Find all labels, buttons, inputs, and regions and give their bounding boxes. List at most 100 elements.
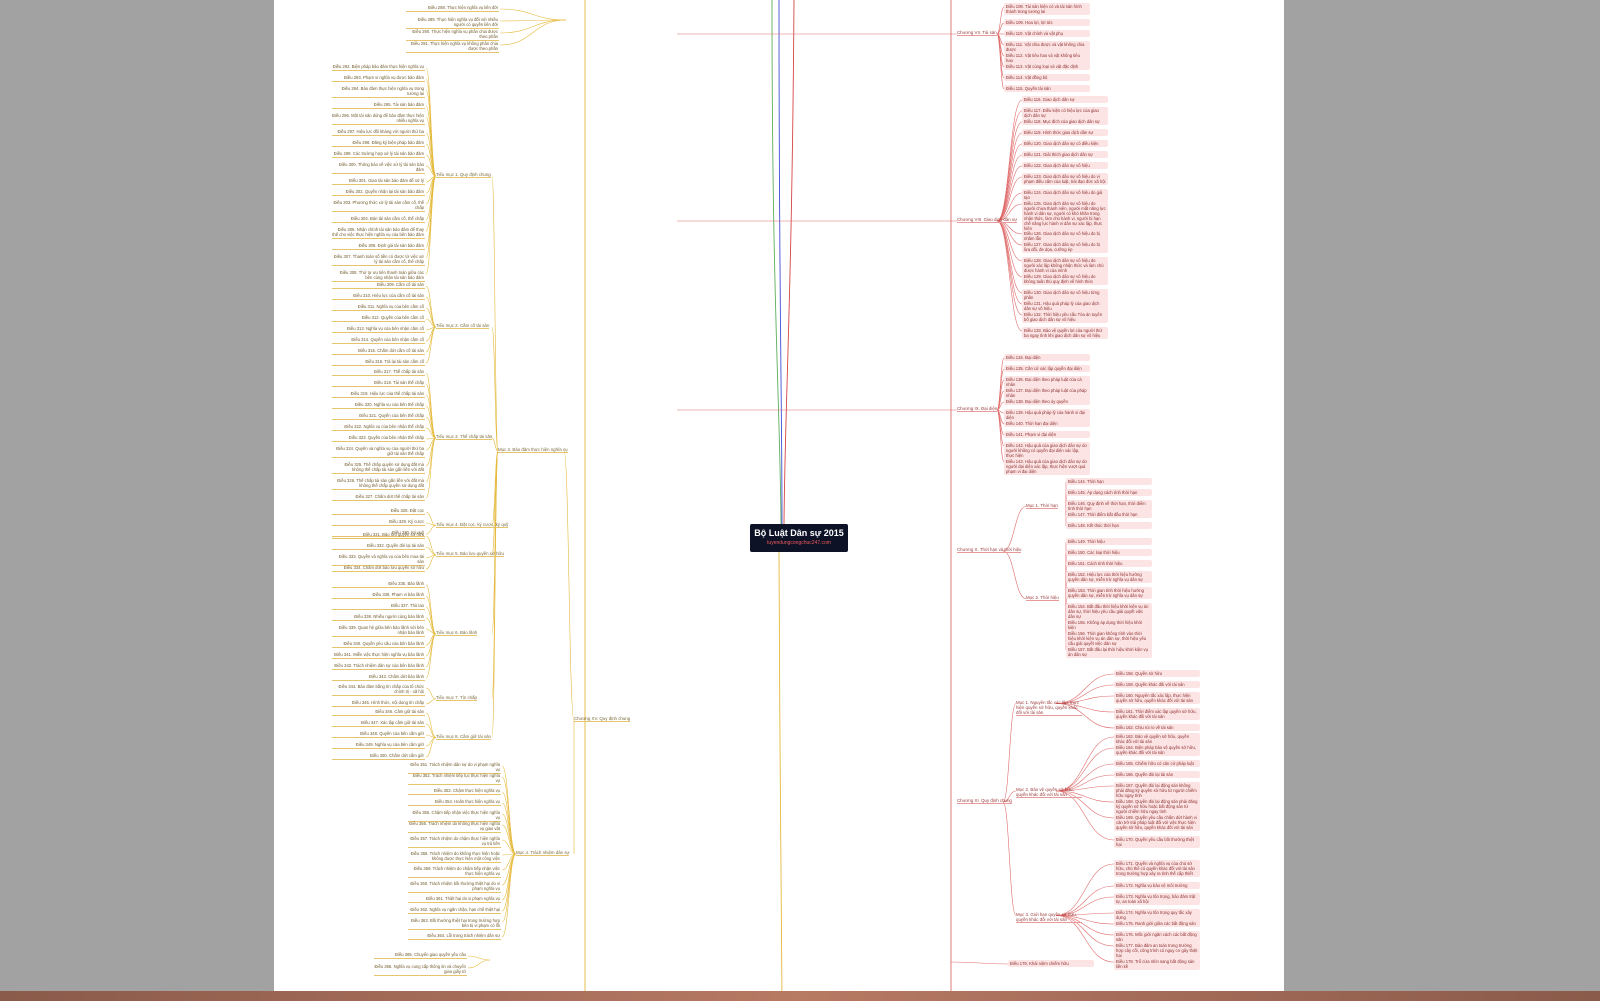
right-leaf-item[interactable]: Điều 133. Bảo vệ quyền lợi của người thứ… <box>1022 327 1108 339</box>
right-leaf-item[interactable]: Điều 121. Giải thích giao dịch dân sự <box>1022 151 1108 158</box>
left-top-item[interactable]: Điều 290. Thực hiện nghĩa vụ phân chia đ… <box>406 29 499 41</box>
left-leaf-item[interactable]: Điều 336. Phạm vi bảo lãnh <box>332 592 425 599</box>
left-leaf-item[interactable]: Điều 358. Trách nhiệm do không thực hiện… <box>408 851 501 863</box>
left-leaf-item[interactable]: Điều 344. Bảo đảm bằng tín chấp của tổ c… <box>332 684 425 696</box>
right-leaf-item[interactable]: Điều 154. Bắt đầu thời hiệu khởi kiện vụ… <box>1066 603 1152 620</box>
left-leaf-item[interactable]: Điều 342. Trách nhiệm dân sự của bên bảo… <box>332 663 425 670</box>
right-leaf-item[interactable]: Điều 150. Các loại thời hiệu <box>1066 549 1152 556</box>
left-leaf-item[interactable]: Điều 297. Hiệu lực đối kháng với người t… <box>332 129 425 136</box>
right-leaf-item[interactable]: Điều 151. Cách tính thời hiệu <box>1066 560 1152 567</box>
root-node[interactable]: Bộ Luật Dân sự 2015 tuyendungcongchuc247… <box>750 524 848 552</box>
right-leaf-item[interactable]: Điều 135. Căn cứ xác lập quyền đại diện <box>1004 365 1090 372</box>
right-leaf-item[interactable]: Điều 113. Vật cùng loại và vật đặc định <box>1004 63 1090 70</box>
left-leaf-item[interactable]: Điều 345. Hình thức, nội dung tín chấp <box>332 700 425 707</box>
left-top-item[interactable]: Điều 288. Thực hiện nghĩa vụ liên đới <box>406 5 499 12</box>
left-section-label[interactable]: Mục 4. Trách nhiệm dân sự <box>516 850 570 856</box>
left-leaf-item[interactable]: Điều 365. Chuyển giao quyền yêu cầu <box>374 952 467 959</box>
right-leaf-item[interactable]: Điều 114. Vật đồng bộ <box>1004 74 1090 81</box>
right-leaf-item[interactable]: Điều 140. Thời hạn đại diện <box>1004 420 1090 427</box>
left-leaf-item[interactable]: Điều 318. Tài sản thế chấp <box>332 380 425 387</box>
left-leaf-item[interactable]: Điều 335. Bảo lãnh <box>332 581 425 588</box>
right-leaf-item[interactable]: Điều 142. Hậu quả của giao dịch dân sự d… <box>1004 442 1090 459</box>
right-leaf-item[interactable]: Điều 132. Thời hiệu yêu cầu Tòa án tuyên… <box>1022 311 1108 323</box>
right-leaf-item[interactable]: Điều 179. Khái niệm chiếm hữu <box>1008 960 1094 967</box>
left-leaf-item[interactable]: Điều 329. Ký cược <box>332 519 425 526</box>
right-leaf-item[interactable]: Điều 162. Chịu rủi ro về tài sản <box>1114 724 1200 731</box>
left-leaf-item[interactable]: Điều 343. Chấm dứt bảo lãnh <box>332 674 425 681</box>
right-group-label[interactable]: Mục 2. Thời hiệu <box>1026 594 1059 601</box>
left-leaf-item[interactable]: Điều 311. Nghĩa vụ của bên cầm cố <box>332 304 425 311</box>
right-group-label[interactable]: Mục 2. Bảo vệ quyền sở hữu, quyền khác đ… <box>1016 787 1082 798</box>
left-leaf-item[interactable]: Điều 330. Ký quỹ <box>332 530 425 537</box>
right-leaf-item[interactable]: Điều 177. Bảo đảm an toàn trong trường h… <box>1114 942 1200 959</box>
left-leaf-item[interactable]: Điều 355. Chậm tiếp nhận việc thực hiện … <box>408 810 501 822</box>
right-leaf-item[interactable]: Điều 147. Thời điểm bắt đầu thời hạn <box>1066 511 1152 518</box>
left-leaf-item[interactable]: Điều 350. Chấm dứt cầm giữ <box>332 753 425 760</box>
right-leaf-item[interactable]: Điều 129. Giao dịch dân sự vô hiệu do kh… <box>1022 273 1108 285</box>
right-leaf-item[interactable]: Điều 159. Quyền khác đối với tài sản <box>1114 681 1200 688</box>
right-group-label[interactable]: Mục 1. Thời hạn <box>1026 502 1058 509</box>
right-leaf-item[interactable]: Điều 171. Quyền và nghĩa vụ của chủ sở h… <box>1114 860 1200 877</box>
left-leaf-item[interactable]: Điều 302. Quyền nhận lại tài sản bảo đảm <box>332 189 425 196</box>
right-leaf-item[interactable]: Điều 139. Hậu quả pháp lý của hành vi đạ… <box>1004 409 1090 421</box>
right-leaf-item[interactable]: Điều 108. Tài sản hiện có và tài sản hìn… <box>1004 3 1090 15</box>
right-leaf-item[interactable]: Điều 161. Thời điểm xác lập quyền sở hữu… <box>1114 708 1200 720</box>
right-leaf-item[interactable]: Điều 174. Nghĩa vụ tôn trọng quy tắc xây… <box>1114 909 1200 921</box>
right-leaf-item[interactable]: Điều 152. Hiệu lực của thời hiệu hưởng q… <box>1066 571 1152 583</box>
left-leaf-item[interactable]: Điều 363. Bồi thường thiệt hại trong trư… <box>408 918 501 930</box>
right-group-label[interactable]: Mục 1. Nguyên tắc xác lập, thực hiện quy… <box>1016 700 1082 716</box>
right-leaf-item[interactable]: Điều 138. Đại diện theo ủy quyền <box>1004 398 1090 405</box>
right-leaf-item[interactable]: Điều 127. Giao dịch dân sự vô hiệu do bị… <box>1022 241 1108 253</box>
right-leaf-item[interactable]: Điều 117. Điều kiện có hiệu lực của giao… <box>1022 107 1108 119</box>
left-leaf-item[interactable]: Điều 349. Nghĩa vụ của bên cầm giữ <box>332 742 425 749</box>
right-chapter-label[interactable]: Chương VII. Tài sản <box>957 30 997 36</box>
left-leaf-item[interactable]: Điều 332. Quyền đòi lại tài sản <box>332 543 425 550</box>
right-leaf-item[interactable]: Điều 158. Quyền sở hữu <box>1114 670 1200 677</box>
right-leaf-item[interactable]: Điều 166. Quyền đòi lại tài sản <box>1114 771 1200 778</box>
left-leaf-item[interactable]: Điều 309. Cầm cố tài sản <box>332 282 425 289</box>
right-leaf-item[interactable]: Điều 146. Quy định về thời hạn, thời điể… <box>1066 500 1152 512</box>
left-leaf-item[interactable]: Điều 354. Hoãn thực hiện nghĩa vụ <box>408 799 501 806</box>
right-leaf-item[interactable]: Điều 176. Mốc giới ngăn cách các bất độn… <box>1114 931 1200 943</box>
right-leaf-item[interactable]: Điều 124. Giao dịch dân sự vô hiệu do gi… <box>1022 189 1108 201</box>
right-leaf-item[interactable]: Điều 118. Mục đích của giao dịch dân sự <box>1022 118 1108 125</box>
left-leaf-item[interactable]: Điều 303. Phương thức xử lý tài sản cầm … <box>332 200 425 212</box>
left-leaf-item[interactable]: Điều 327. Chấm dứt thế chấp tài sản <box>332 494 425 501</box>
left-leaf-item[interactable]: Điều 352. Trách nhiệm tiếp tục thực hiện… <box>408 773 501 785</box>
left-leaf-item[interactable]: Điều 331. Bảo lưu quyền sở hữu <box>332 532 425 539</box>
left-subgroup-label[interactable]: Tiểu mục 5. Bảo lưu quyền sở hữu <box>436 551 504 557</box>
left-leaf-item[interactable]: Điều 328. Đặt cọc <box>332 508 425 515</box>
left-subgroup-label[interactable]: Tiểu mục 6. Bảo lãnh <box>436 630 478 636</box>
right-leaf-item[interactable]: Điều 145. Áp dụng cách tính thời hạn <box>1066 489 1152 496</box>
right-leaf-item[interactable]: Điều 111. Vật chia được và vật không chi… <box>1004 41 1090 53</box>
left-section-label[interactable]: Mục 3. Bảo đảm thực hiện nghĩa vụ <box>498 447 568 453</box>
left-leaf-item[interactable]: Điều 339. Quan hệ giữa bên bảo lãnh với … <box>332 625 425 637</box>
left-leaf-item[interactable]: Điều 324. Quyền và nghĩa vụ của người th… <box>332 446 425 458</box>
left-leaf-item[interactable]: Điều 347. Xác lập cầm giữ tài sản <box>332 720 425 727</box>
right-chapter-label[interactable]: Chương X. Thời hạn và thời hiệu <box>957 547 1022 553</box>
left-leaf-item[interactable]: Điều 307. Thanh toán số tiền có được từ … <box>332 254 425 266</box>
left-leaf-item[interactable]: Điều 300. Thông báo về việc xử lý tài sả… <box>332 162 425 174</box>
left-leaf-item[interactable]: Điều 315. Chấm dứt cầm cố tài sản <box>332 348 425 355</box>
left-leaf-item[interactable]: Điều 340. Quyền yêu cầu của bên bảo lãnh <box>332 641 425 648</box>
left-leaf-item[interactable]: Điều 366. Nghĩa vụ cung cấp thông tin và… <box>374 964 467 976</box>
right-leaf-item[interactable]: Điều 175. Ranh giới giữa các bất động sả… <box>1114 920 1200 927</box>
right-leaf-item[interactable]: Điều 116. Giao dịch dân sự <box>1022 96 1108 103</box>
right-leaf-item[interactable]: Điều 148. Kết thúc thời hạn <box>1066 522 1152 529</box>
right-leaf-item[interactable]: Điều 112. Vật tiêu hao và vật không tiêu… <box>1004 52 1090 64</box>
left-leaf-item[interactable]: Điều 326. Thế chấp tài sản gắn liền với … <box>332 478 425 490</box>
right-chapter-label[interactable]: Chương VIII. Giao dịch dân sự <box>957 217 1018 223</box>
right-leaf-item[interactable]: Điều 165. Chiếm hữu có căn cứ pháp luật <box>1114 760 1200 767</box>
left-subgroup-label[interactable]: Tiểu mục 4. Đặt cọc, ký cược, ký quỹ <box>436 521 509 528</box>
right-leaf-item[interactable]: Điều 163. Bảo vệ quyền sở hữu, quyền khá… <box>1114 733 1200 745</box>
right-leaf-item[interactable]: Điều 173. Nghĩa vụ tôn trọng, bảo đảm tr… <box>1114 893 1200 905</box>
left-leaf-item[interactable]: Điều 322. Nghĩa vụ của bên nhận thế chấp <box>332 424 425 431</box>
root-link[interactable]: tuyendungcongchuc247.com <box>767 540 831 546</box>
left-leaf-item[interactable]: Điều 360. Trách nhiệm bồi thường thiệt h… <box>408 881 501 893</box>
left-leaf-item[interactable]: Điều 353. Chậm thực hiện nghĩa vụ <box>408 788 501 795</box>
right-leaf-item[interactable]: Điều 120. Giao dịch dân sự có điều kiện <box>1022 140 1108 147</box>
left-leaf-item[interactable]: Điều 301. Giao tài sản bảo đảm để xử lý <box>332 178 425 185</box>
right-leaf-item[interactable]: Điều 168. Quyền đòi lại động sản phải đă… <box>1114 798 1200 815</box>
left-leaf-item[interactable]: Điều 316. Trả lại tài sản cầm cố <box>332 359 425 366</box>
left-leaf-item[interactable]: Điều 294. Bảo đảm thực hiện nghĩa vụ tro… <box>332 86 425 98</box>
